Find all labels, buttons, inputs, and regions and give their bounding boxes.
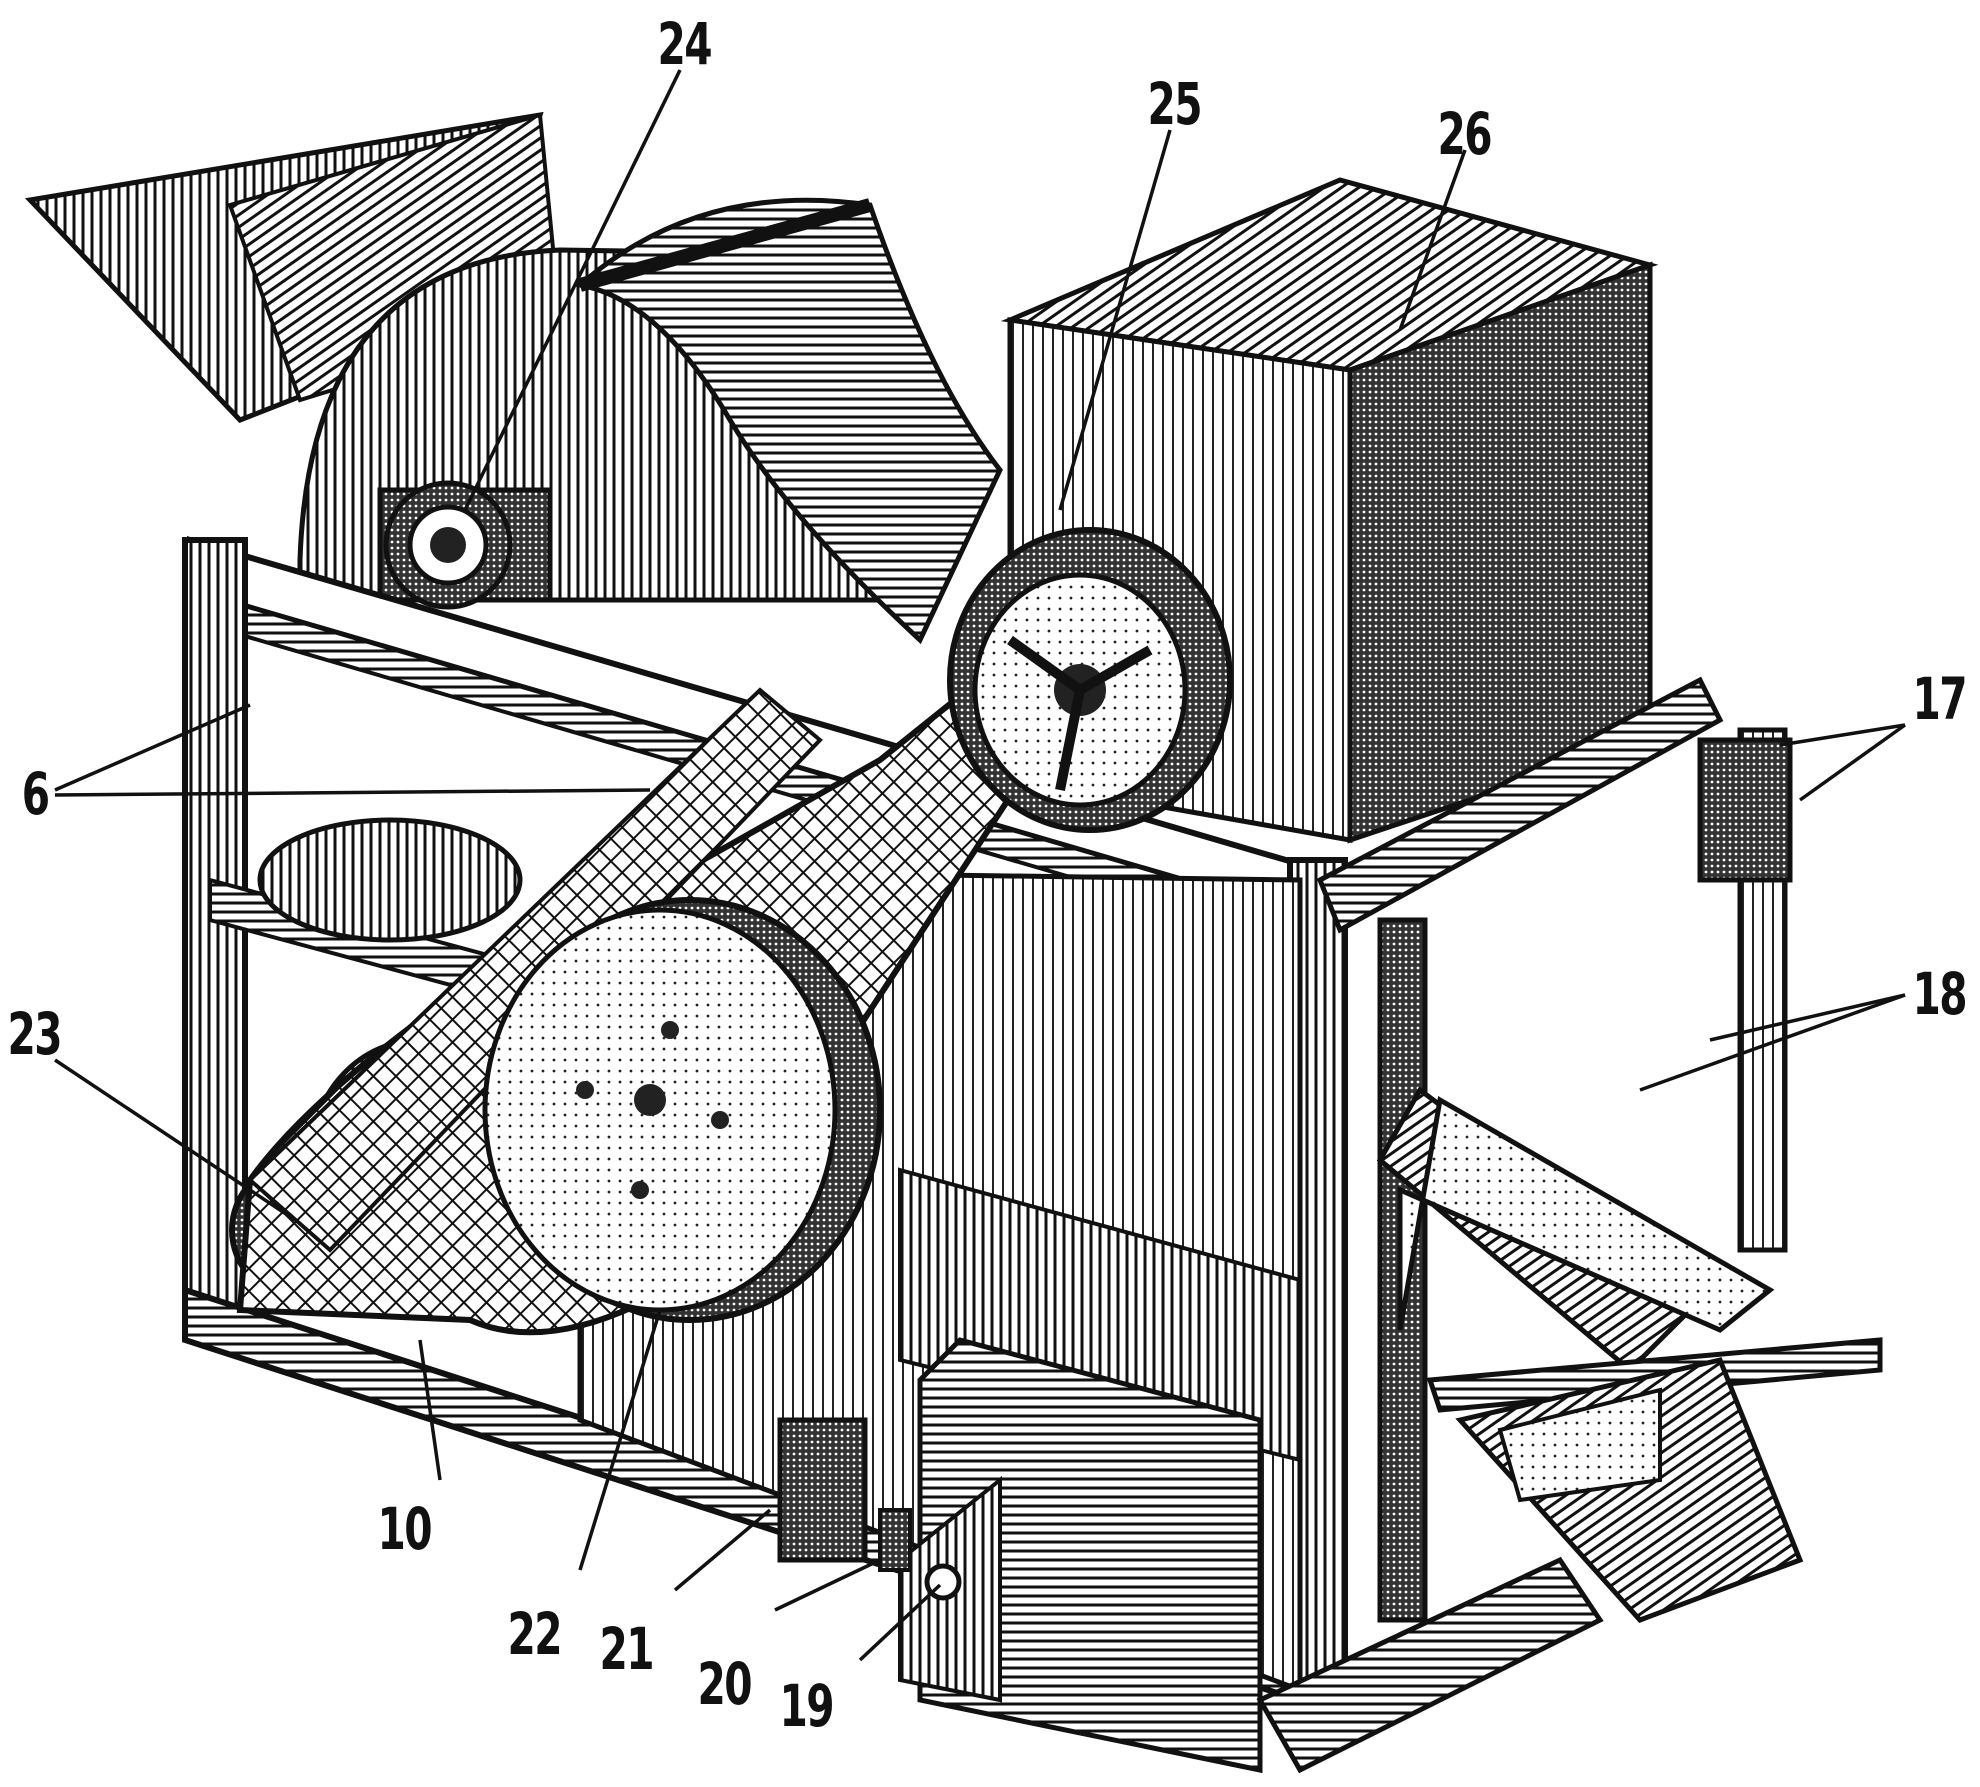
leader-lines (54, 69, 1907, 1662)
drive-pulley (482, 897, 883, 1323)
callout-10: 10 (377, 1495, 433, 1563)
plug (878, 1508, 912, 1572)
callout-22: 22 (507, 1600, 563, 1668)
callout-21: 21 (599, 1615, 655, 1683)
sieves (1376, 1086, 1883, 1623)
driven-pulley (947, 527, 1233, 833)
callout-17: 17 (1912, 665, 1968, 733)
callout-19: 19 (779, 1672, 835, 1740)
callout-18: 18 (1912, 960, 1968, 1028)
switch-box (777, 1417, 868, 1563)
callout-26: 26 (1437, 100, 1493, 168)
control-box (898, 1337, 1263, 1774)
callout-25: 25 (1147, 70, 1203, 138)
callout-24: 24 (657, 10, 713, 78)
base-plank (1256, 1556, 1604, 1774)
callout-20: 20 (697, 1650, 753, 1718)
callout-23: 23 (7, 1000, 63, 1068)
inner-pulley (257, 817, 523, 943)
bearing-housing (377, 480, 553, 610)
callout-6: 6 (21, 760, 50, 828)
